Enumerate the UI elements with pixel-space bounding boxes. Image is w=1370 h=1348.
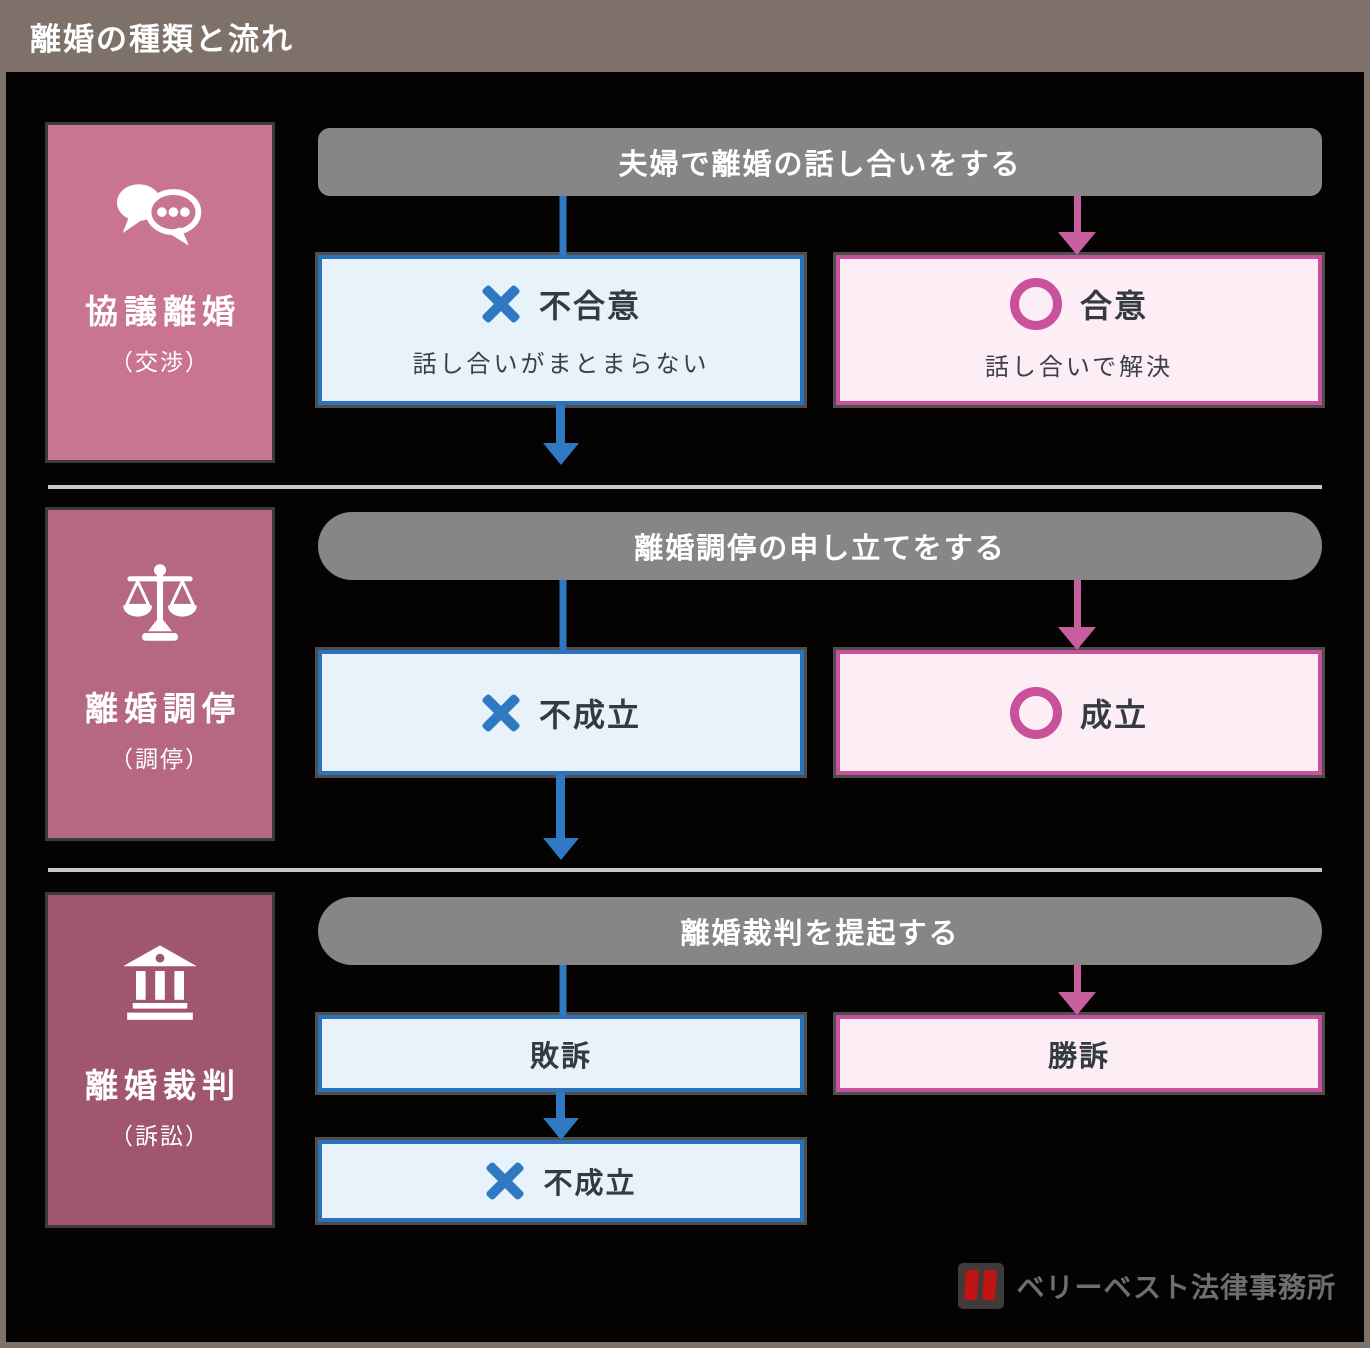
- step-bar: 夫婦で離婚の話し合いをする: [318, 128, 1322, 196]
- result-title: 合意: [1080, 288, 1149, 324]
- result-title: 不成立: [543, 1168, 637, 1200]
- arrow-row: [318, 1092, 1322, 1140]
- result-box-final-fuseiritsu: 不成立: [318, 1140, 804, 1222]
- section-kyogi-rikon: 協議離婚 （交渉） 夫婦で離婚の話し合いをする 不合意: [48, 125, 1322, 465]
- x-cross-icon: [485, 1161, 525, 1201]
- pink-arrow-down-icon: [1058, 580, 1097, 650]
- step-bar: 離婚裁判を提起する: [318, 897, 1322, 965]
- result-boxes-row: 不合意 話し合いがまとまらない 合意 話し合いで解決: [318, 255, 1322, 405]
- page-title: 離婚の種類と流れ: [0, 0, 1370, 72]
- label-subtitle: （訴訟）: [110, 1123, 210, 1149]
- x-cross-icon: [481, 693, 521, 733]
- scales-icon: [117, 558, 203, 646]
- result-box-seiritsu: 成立: [836, 650, 1322, 775]
- result-boxes-row: 不成立 成立: [318, 650, 1322, 775]
- arrow-row: [318, 775, 1322, 860]
- content-area: 協議離婚 （交渉） 夫婦で離婚の話し合いをする 不合意: [0, 72, 1370, 1348]
- x-cross-icon: [481, 284, 521, 324]
- section-divider: [48, 485, 1322, 489]
- label-subtitle: （調停）: [110, 746, 210, 772]
- blue-arrow-down-icon: [542, 775, 579, 860]
- circle-icon: [1010, 686, 1063, 739]
- label-box-chotei: 離婚調停 （調停）: [48, 510, 272, 838]
- result-title: 成立: [1080, 696, 1149, 733]
- result-box-fuseiritsu: 不成立: [318, 650, 804, 775]
- label-box-kyogi: 協議離婚 （交渉）: [48, 125, 272, 460]
- courthouse-icon: [120, 945, 200, 1021]
- result-title: 不合意: [538, 288, 641, 324]
- flow-column: 離婚調停の申し立てをする 不成立: [318, 510, 1322, 860]
- flow-column: 離婚裁判を提起する 敗訴 勝訴: [318, 895, 1322, 1225]
- result-box-shoso: 勝訴: [836, 1015, 1322, 1092]
- pink-arrow-down-icon: [1058, 965, 1097, 1015]
- result-boxes-row: 敗訴 勝訴: [318, 1015, 1322, 1092]
- section-rikon-chotei: 離婚調停 （調停） 離婚調停の申し立てをする 不成立: [48, 510, 1322, 860]
- label-subtitle: （交渉）: [110, 349, 210, 375]
- connector-row: [318, 580, 1322, 650]
- blue-arrow-down-icon: [542, 1092, 579, 1140]
- result-box-agree: 合意 話し合いで解決: [836, 255, 1322, 405]
- section-divider: [48, 868, 1322, 872]
- result-box-haiso: 敗訴: [318, 1015, 804, 1092]
- blue-connector-line: [559, 965, 567, 1015]
- label-title: 離婚調停: [85, 690, 241, 727]
- logo-text: ベリーベスト法律事務所: [1016, 1272, 1336, 1303]
- blue-connector-line: [559, 580, 567, 650]
- section-rikon-saiban: 離婚裁判 （訴訟） 離婚裁判を提起する 敗訴 勝訴: [48, 895, 1322, 1225]
- circle-icon: [1010, 278, 1063, 330]
- result-subtitle: 話し合いがまとまらない: [412, 351, 710, 378]
- connector-row: [318, 196, 1322, 255]
- blue-connector-line: [559, 196, 567, 255]
- footer: ベリーベスト法律事務所: [48, 1263, 1336, 1309]
- step-bar: 離婚調停の申し立てをする: [318, 512, 1322, 580]
- blue-arrow-down-icon: [542, 405, 579, 465]
- label-title: 協議離婚: [85, 293, 241, 330]
- speech-bubbles-icon: [114, 177, 206, 251]
- pink-arrow-down-icon: [1058, 196, 1097, 255]
- result-box-disagree: 不合意 話し合いがまとまらない: [318, 255, 804, 405]
- label-box-saiban: 離婚裁判 （訴訟）: [48, 895, 272, 1225]
- result-subtitle: 話し合いで解決: [984, 354, 1174, 381]
- arrow-row: [318, 405, 1322, 465]
- label-title: 離婚裁判: [85, 1067, 241, 1104]
- result-title: 不成立: [538, 696, 641, 733]
- result-title: 敗訴: [529, 1040, 592, 1073]
- flow-column: 夫婦で離婚の話し合いをする 不合意 話し合いがまとまらない: [318, 125, 1322, 465]
- result-title: 勝訴: [1048, 1040, 1111, 1073]
- connector-row: [318, 965, 1322, 1015]
- final-box-row: 不成立: [318, 1140, 1322, 1222]
- verybest-logo-mark: [958, 1263, 1005, 1309]
